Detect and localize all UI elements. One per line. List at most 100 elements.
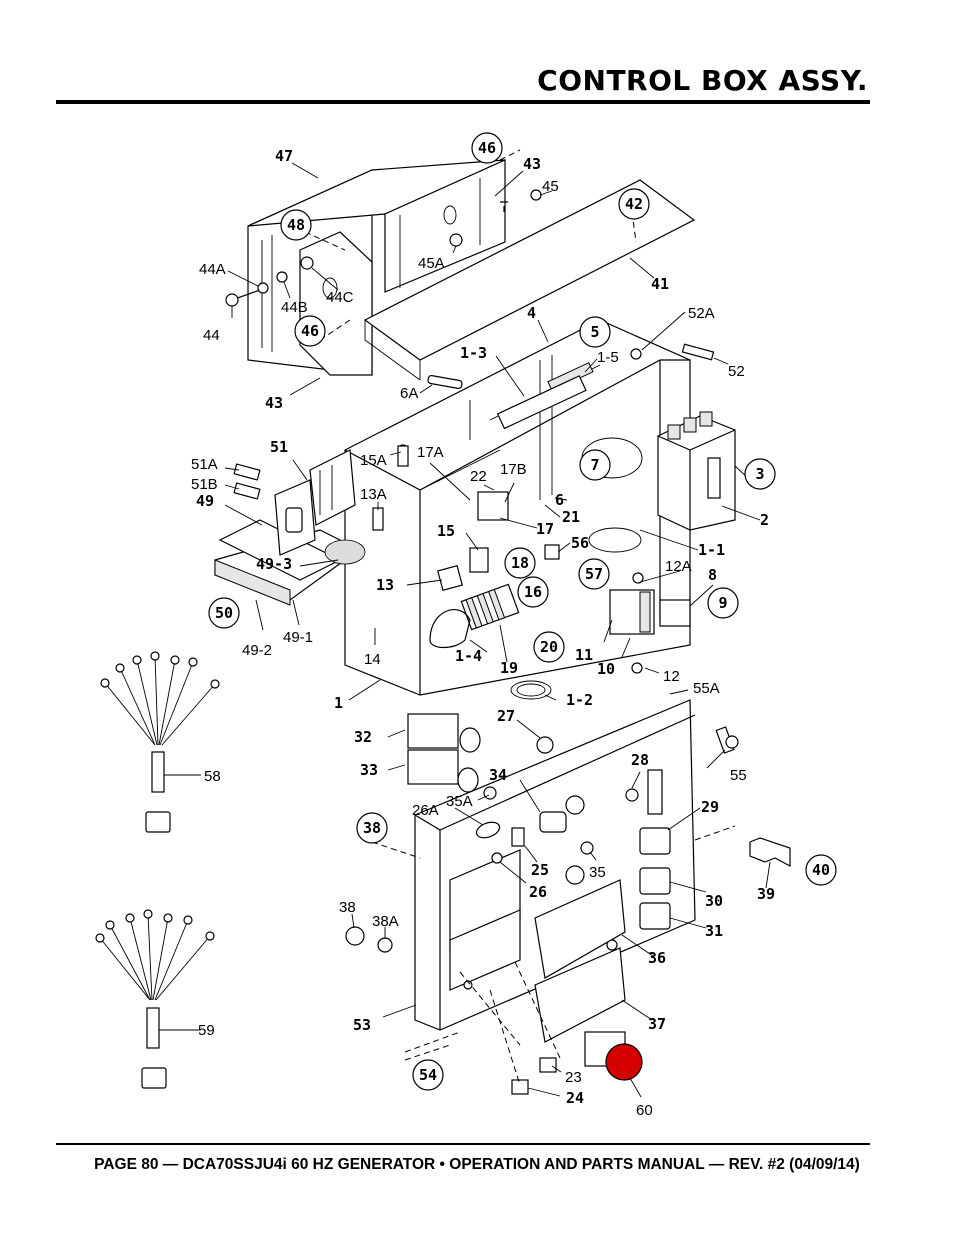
svg-text:38: 38 bbox=[339, 899, 356, 916]
svg-text:48: 48 bbox=[287, 216, 305, 234]
callout-48: 48 bbox=[280, 209, 312, 241]
svg-text:55: 55 bbox=[730, 767, 747, 784]
svg-text:52: 52 bbox=[728, 363, 745, 380]
svg-text:14: 14 bbox=[364, 651, 381, 668]
svg-text:49: 49 bbox=[196, 492, 214, 510]
header-rule bbox=[56, 100, 870, 104]
svg-text:1-5: 1-5 bbox=[597, 349, 619, 366]
svg-text:37: 37 bbox=[648, 1015, 666, 1033]
svg-text:49-2: 49-2 bbox=[242, 642, 272, 659]
svg-text:49-3: 49-3 bbox=[256, 555, 292, 573]
rotary-switch-assembly bbox=[214, 449, 366, 606]
svg-text:18: 18 bbox=[511, 554, 529, 572]
svg-text:19: 19 bbox=[500, 659, 518, 677]
svg-text:49-1: 49-1 bbox=[283, 629, 313, 646]
svg-text:39: 39 bbox=[757, 885, 775, 903]
svg-text:52A: 52A bbox=[688, 305, 715, 322]
callout-46-side: 46 bbox=[294, 315, 326, 347]
svg-text:44C: 44C bbox=[326, 289, 354, 306]
circled-callouts: 46 42 48 46 5 7 3 9 50 18 16 57 20 38 40… bbox=[208, 132, 837, 1091]
svg-text:54: 54 bbox=[419, 1066, 437, 1084]
svg-text:23: 23 bbox=[565, 1069, 582, 1086]
svg-text:59: 59 bbox=[198, 1022, 215, 1039]
svg-text:1: 1 bbox=[334, 694, 343, 712]
wire-harness-58 bbox=[100, 651, 220, 833]
svg-text:12A: 12A bbox=[665, 558, 692, 575]
svg-text:36: 36 bbox=[648, 949, 666, 967]
callout-7: 7 bbox=[579, 449, 611, 481]
leader-lines bbox=[159, 162, 771, 1098]
svg-text:50: 50 bbox=[215, 604, 233, 622]
svg-text:38: 38 bbox=[363, 819, 381, 837]
callout-40: 40 bbox=[805, 854, 837, 886]
svg-text:13: 13 bbox=[376, 576, 394, 594]
svg-text:24: 24 bbox=[566, 1089, 584, 1107]
svg-text:25: 25 bbox=[531, 861, 549, 879]
svg-text:10: 10 bbox=[597, 660, 615, 678]
callout-46-top: 46 bbox=[471, 132, 503, 164]
svg-text:6A: 6A bbox=[400, 385, 418, 402]
svg-text:8: 8 bbox=[708, 566, 717, 584]
svg-text:12: 12 bbox=[663, 668, 680, 685]
svg-text:29: 29 bbox=[701, 798, 719, 816]
svg-text:45A: 45A bbox=[418, 255, 445, 272]
page-title: CONTROL BOX ASSY. bbox=[537, 64, 868, 97]
callout-54: 54 bbox=[412, 1059, 444, 1091]
callout-20: 20 bbox=[533, 631, 565, 663]
plain-part-labels: 45 45A 44A 44B 44C 44 52A 52 1-5 6A 15A … bbox=[191, 178, 747, 1119]
control-box-body bbox=[344, 319, 736, 700]
svg-text:17B: 17B bbox=[500, 461, 527, 478]
svg-text:1-2: 1-2 bbox=[566, 691, 593, 709]
svg-text:51B: 51B bbox=[191, 476, 218, 493]
page-footer: PAGE 80 — DCA70SSJU4i 60 HZ GENERATOR • … bbox=[94, 1156, 860, 1173]
svg-text:28: 28 bbox=[631, 751, 649, 769]
wire-harness-59 bbox=[95, 909, 215, 1089]
callout-3: 3 bbox=[744, 458, 776, 490]
svg-text:45: 45 bbox=[542, 178, 559, 195]
svg-text:1-4: 1-4 bbox=[455, 647, 482, 665]
callout-9: 9 bbox=[707, 587, 739, 619]
svg-text:46: 46 bbox=[478, 139, 496, 157]
svg-text:1-1: 1-1 bbox=[698, 541, 725, 559]
top-cover-assembly bbox=[225, 149, 696, 381]
svg-text:33: 33 bbox=[360, 761, 378, 779]
svg-text:46: 46 bbox=[301, 322, 319, 340]
svg-text:7: 7 bbox=[590, 456, 599, 474]
svg-text:13A: 13A bbox=[360, 486, 387, 503]
svg-text:47: 47 bbox=[275, 147, 293, 165]
svg-text:15A: 15A bbox=[360, 452, 387, 469]
svg-text:41: 41 bbox=[651, 275, 669, 293]
svg-text:60: 60 bbox=[636, 1102, 653, 1119]
svg-text:26A: 26A bbox=[412, 802, 439, 819]
svg-text:4: 4 bbox=[527, 304, 536, 322]
svg-text:26: 26 bbox=[529, 883, 547, 901]
callout-57: 57 bbox=[578, 558, 610, 590]
svg-text:58: 58 bbox=[204, 768, 221, 785]
svg-text:20: 20 bbox=[540, 638, 558, 656]
svg-text:22: 22 bbox=[470, 468, 487, 485]
svg-text:55A: 55A bbox=[693, 680, 720, 697]
svg-text:44B: 44B bbox=[281, 299, 308, 316]
callout-16: 16 bbox=[517, 576, 549, 608]
svg-text:2: 2 bbox=[760, 511, 769, 529]
svg-text:21: 21 bbox=[562, 508, 580, 526]
svg-text:44A: 44A bbox=[199, 261, 226, 278]
svg-text:43: 43 bbox=[523, 155, 541, 173]
callout-42: 42 bbox=[618, 188, 650, 220]
svg-text:32: 32 bbox=[354, 728, 372, 746]
svg-text:27: 27 bbox=[497, 707, 515, 725]
callout-50: 50 bbox=[208, 597, 240, 629]
svg-text:57: 57 bbox=[585, 565, 603, 583]
svg-text:15: 15 bbox=[437, 522, 455, 540]
footer-rule bbox=[56, 1143, 870, 1145]
callout-5: 5 bbox=[579, 316, 611, 348]
svg-text:53: 53 bbox=[353, 1016, 371, 1034]
svg-text:34: 34 bbox=[489, 766, 507, 784]
svg-text:35: 35 bbox=[589, 864, 606, 881]
bold-part-labels: 47 43 41 43 4 1-3 3 2 7 6 21 17 51 49 15… bbox=[196, 147, 775, 1107]
svg-text:1-3: 1-3 bbox=[460, 344, 487, 362]
svg-text:9: 9 bbox=[718, 594, 727, 612]
svg-text:43: 43 bbox=[265, 394, 283, 412]
svg-text:11: 11 bbox=[575, 646, 593, 664]
